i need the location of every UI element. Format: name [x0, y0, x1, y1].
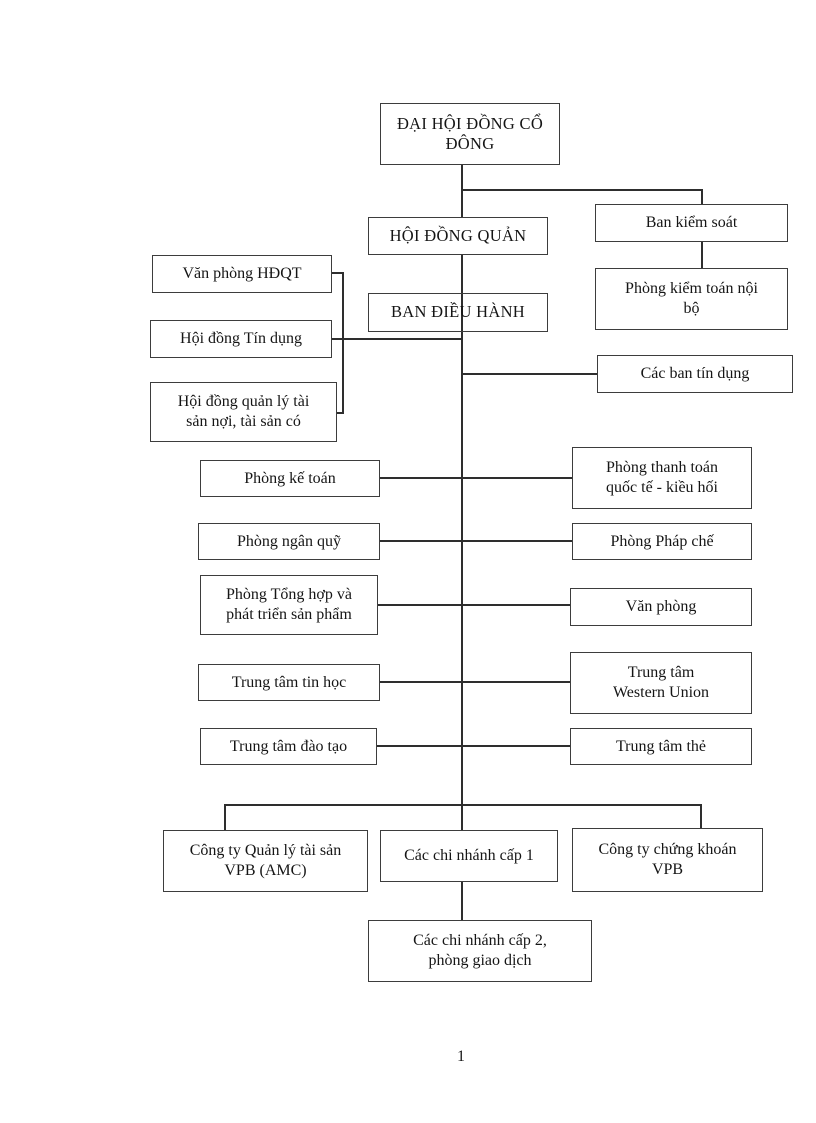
connector-row-tin-hoc [380, 681, 570, 683]
node-phong-ngan-quy: Phòng ngân quỹ [198, 523, 380, 560]
node-van-phong: Văn phòng [570, 588, 752, 626]
connector-van-phong-hdqt [332, 272, 344, 274]
connector-row-dao-tao [377, 745, 570, 747]
connector-hoi-dong-tin-dung [332, 338, 462, 340]
node-cac-chi-nhanh-cap-2: Các chi nhánh cấp 2, phòng giao dịch [368, 920, 592, 982]
node-trung-tam-dao-tao: Trung tâm đào tạo [200, 728, 377, 765]
node-phong-thanh-toan-quoc-te: Phòng thanh toán quốc tế - kiều hối [572, 447, 752, 509]
connector-bottom-branch [224, 804, 702, 806]
node-cac-ban-tin-dung: Các ban tín dụng [597, 355, 793, 393]
node-hoi-dong-quan: HỘI ĐỒNG QUẢN [368, 217, 548, 255]
connector-ban-kiem-soat-to-kiem-toan [701, 242, 703, 269]
node-ban-dieu-hanh: BAN ĐIỀU HÀNH [368, 293, 548, 332]
node-phong-kiem-toan-noi-bo: Phòng kiểm toán nội bộ [595, 268, 788, 330]
node-phong-tong-hop: Phòng Tổng hợp và phát triển sản phẩm [200, 575, 378, 635]
connector-drop-cong-ty-chung-khoan [700, 804, 702, 828]
node-cong-ty-chung-khoan: Công ty chứng khoán VPB [572, 828, 763, 892]
page-number: 1 [457, 1048, 465, 1065]
connector-row-ke-toan [380, 477, 572, 479]
node-phong-phap-che: Phòng Pháp chế [572, 523, 752, 560]
connector-hoi-dong-quan-ly [334, 412, 344, 414]
connector-central-spine [461, 165, 463, 920]
connector-cac-ban-tin-dung [461, 373, 597, 375]
connector-left-bracket [342, 272, 344, 414]
connector-to-ban-kiem-soat [461, 189, 703, 191]
node-trung-tam-the: Trung tâm thẻ [570, 728, 752, 765]
node-dai-hoi-dong-co-dong: ĐẠI HỘI ĐỒNG CỔ ĐÔNG [380, 103, 560, 165]
node-trung-tam-western-union: Trung tâm Western Union [570, 652, 752, 714]
node-cac-chi-nhanh-cap-1: Các chi nhánh cấp 1 [380, 830, 558, 882]
connector-drop-cong-ty-quan-ly [224, 804, 226, 830]
node-hoi-dong-quan-ly-tai-san: Hội đồng quản lý tài sản nợi, tài sản có [150, 382, 337, 442]
node-hoi-dong-tin-dung: Hội đồng Tín dụng [150, 320, 332, 358]
node-cong-ty-quan-ly-tai-san: Công ty Quản lý tài sản VPB (AMC) [163, 830, 368, 892]
node-phong-ke-toan: Phòng kế toán [200, 460, 380, 497]
connector-drop-ban-kiem-soat [701, 189, 703, 205]
connector-row-tong-hop [378, 604, 570, 606]
connector-row-ngan-quy [380, 540, 572, 542]
node-ban-kiem-soat: Ban kiểm soát [595, 204, 788, 242]
node-van-phong-hdqt: Văn phòng HĐQT [152, 255, 332, 293]
node-trung-tam-tin-hoc: Trung tâm tin học [198, 664, 380, 701]
